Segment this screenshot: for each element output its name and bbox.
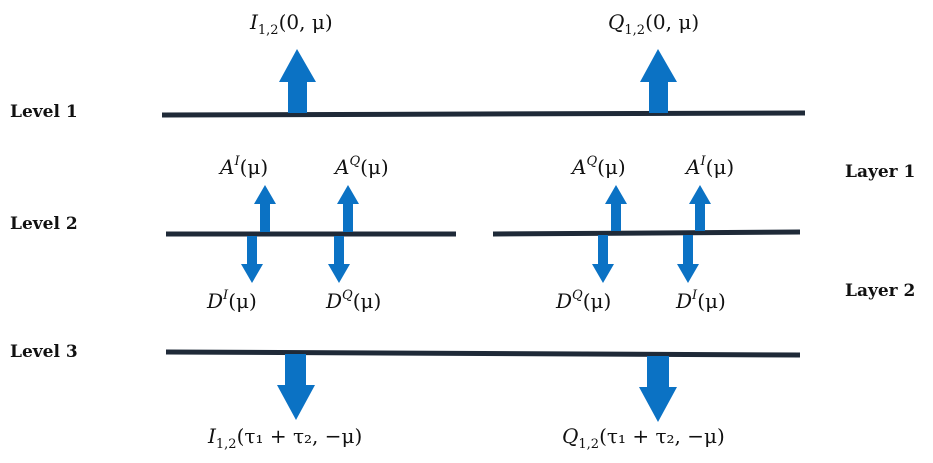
layer-1-label: Layer 1 [845, 162, 916, 182]
level-2-label: Level 2 [10, 214, 78, 234]
down-arrow-i-bottom [277, 354, 315, 420]
level-3-line [165, 349, 801, 358]
down-arrow-d-1 [241, 236, 263, 283]
level-3-label: Level 3 [10, 342, 78, 362]
label-d-4: DI(μ) [676, 288, 726, 313]
down-arrow-d-4 [677, 235, 699, 283]
up-arrow-i-top [279, 49, 316, 113]
up-arrow-a-4 [689, 185, 711, 231]
layer-2-label: Layer 2 [845, 281, 916, 301]
label-a-4: AI(μ) [686, 154, 735, 179]
label-a-2: AQ(μ) [335, 154, 389, 179]
up-arrow-a-3 [605, 185, 627, 231]
down-arrow-q-bottom [639, 356, 677, 422]
up-arrow-a-2 [337, 185, 359, 232]
level-1-label: Level 1 [10, 102, 78, 122]
down-arrow-d-3 [592, 235, 614, 283]
up-arrow-q-top [640, 49, 677, 113]
label-q-top: Q1,2(0, μ) [608, 10, 700, 38]
label-d-2: DQ(μ) [326, 288, 382, 313]
up-arrow-a-1 [254, 185, 276, 232]
level-2-right-line [492, 229, 801, 237]
label-d-3: DQ(μ) [556, 288, 612, 313]
label-d-1: DI(μ) [207, 288, 257, 313]
label-i-top: I1,2(0, μ) [250, 10, 333, 38]
label-a-3: AQ(μ) [572, 154, 626, 179]
level-1-line [161, 110, 806, 118]
label-a-1: AI(μ) [220, 154, 269, 179]
label-q-bottom: Q1,2(τ₁ + τ₂, −μ) [562, 424, 725, 452]
down-arrow-d-2 [328, 236, 350, 283]
label-i-bottom: I1,2(τ₁ + τ₂, −μ) [208, 424, 363, 452]
